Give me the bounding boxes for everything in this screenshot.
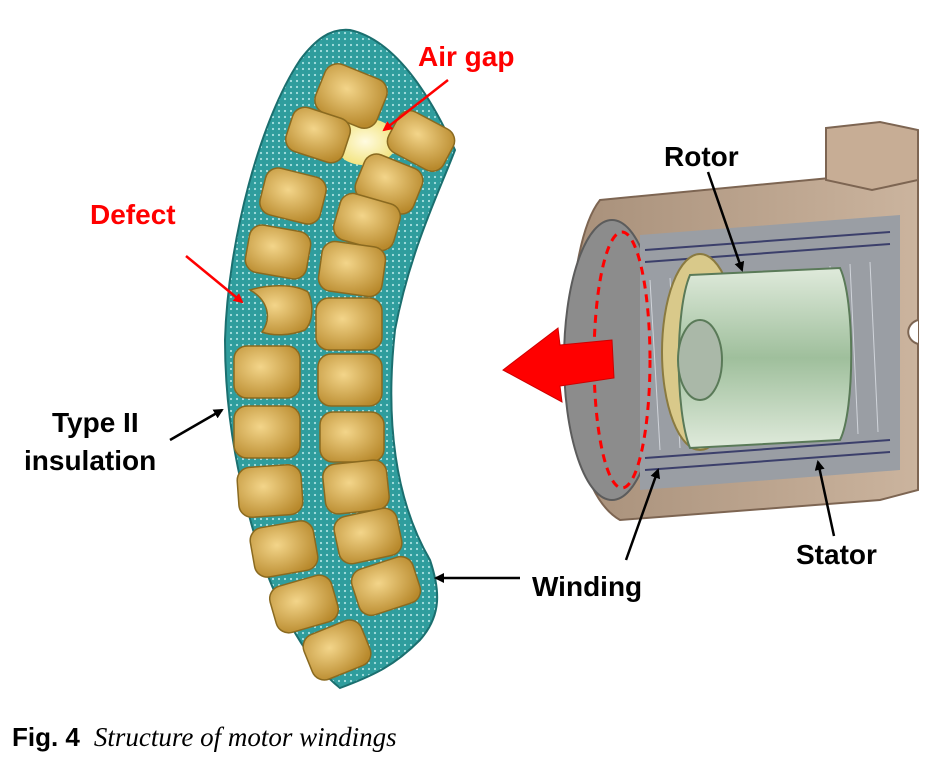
conductor — [350, 555, 422, 617]
winding-bars — [644, 231, 891, 471]
conductor — [302, 619, 372, 681]
rotor-label: Rotor — [664, 141, 739, 172]
conductor — [317, 240, 387, 298]
conductor — [322, 459, 390, 515]
air-gap-leader — [382, 79, 449, 132]
conductor — [233, 405, 301, 459]
conductor — [319, 411, 385, 463]
stator-label: Stator — [796, 539, 877, 570]
rotor-shaft — [677, 319, 723, 401]
conductor — [268, 574, 340, 634]
defect-label: Defect — [90, 199, 176, 230]
housing-notch — [907, 319, 919, 345]
conductor-group — [233, 63, 456, 681]
conductor — [244, 224, 312, 280]
conductor — [236, 463, 304, 519]
rotor-core — [677, 266, 853, 450]
conductor — [259, 167, 327, 225]
stator-leader — [814, 460, 836, 537]
winding-label: Winding — [532, 571, 642, 602]
figure-caption: Fig. 4 Structure of motor windings — [12, 722, 397, 753]
motor-cutaway — [502, 120, 919, 522]
type-ii-label-line2: insulation — [24, 445, 156, 476]
winding-cross-section — [223, 28, 457, 690]
conductor — [333, 507, 403, 565]
caption-label: Fig. 4 — [12, 722, 80, 752]
conductor — [249, 520, 319, 578]
winding-leader-right — [624, 468, 661, 561]
air-gap-label: Air gap — [418, 41, 514, 72]
conductor — [317, 353, 383, 407]
caption-text: Structure of motor windings — [93, 722, 397, 752]
rotor-leader — [706, 171, 745, 272]
conductor — [315, 297, 383, 351]
motor-mount — [825, 120, 919, 192]
conductor — [284, 106, 352, 164]
defect-conductor — [248, 285, 313, 336]
extraction-arrow — [502, 327, 615, 403]
conductor — [386, 109, 456, 173]
conductor — [233, 345, 301, 399]
leader-lines — [169, 79, 836, 583]
defect-leader — [185, 255, 244, 304]
type-ii-label-line1: Type II — [52, 407, 139, 438]
type-ii-leader — [169, 408, 224, 442]
